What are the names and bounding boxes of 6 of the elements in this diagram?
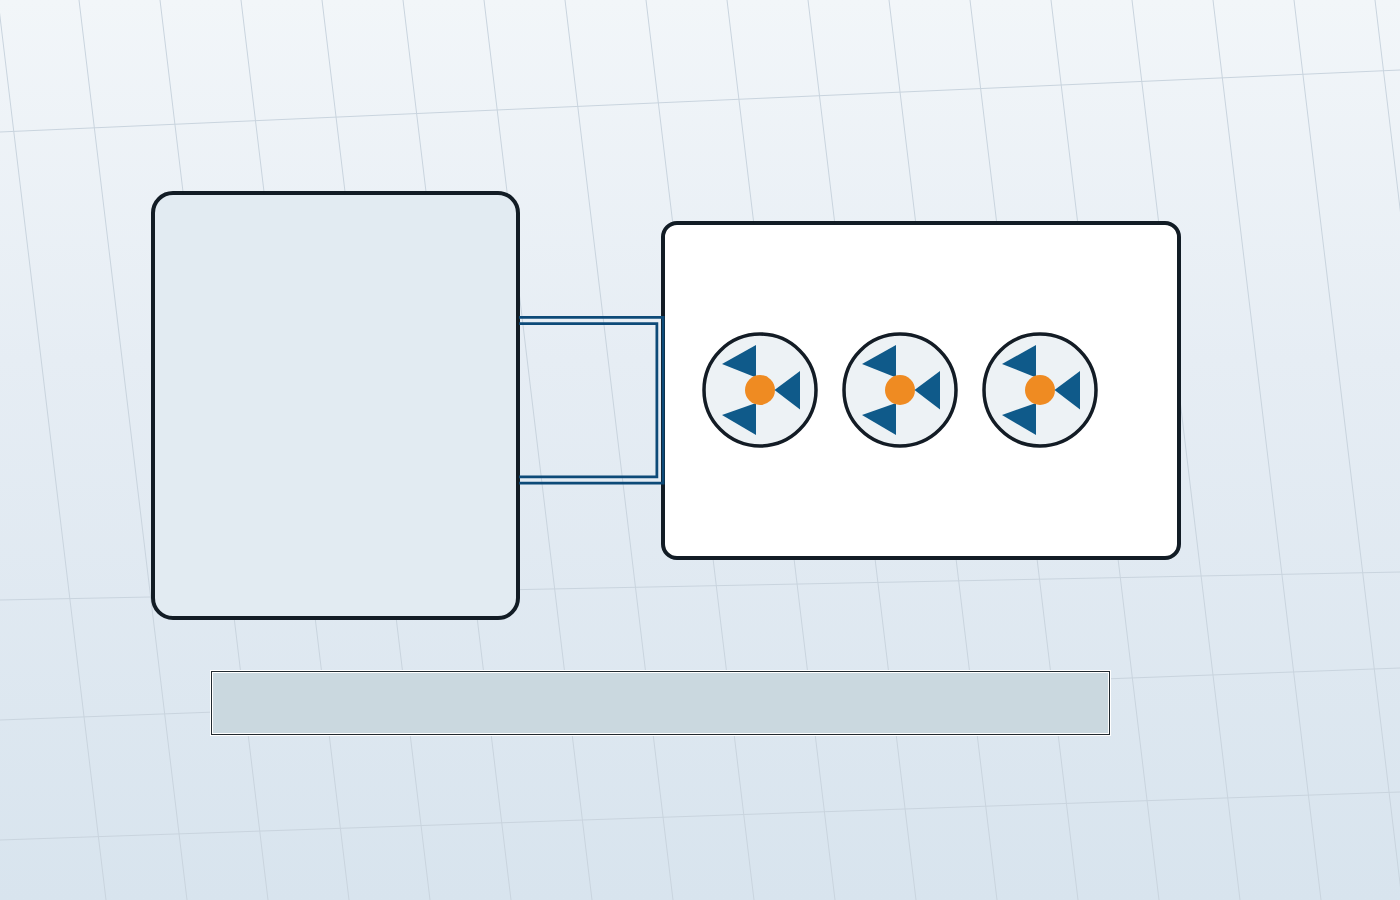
enclosure-panel (151, 191, 520, 620)
fan-panel (661, 221, 1181, 560)
fan-icon (842, 332, 958, 448)
fan-icon (982, 332, 1098, 448)
blank-banner (210, 670, 1111, 736)
fan-icon (702, 332, 818, 448)
